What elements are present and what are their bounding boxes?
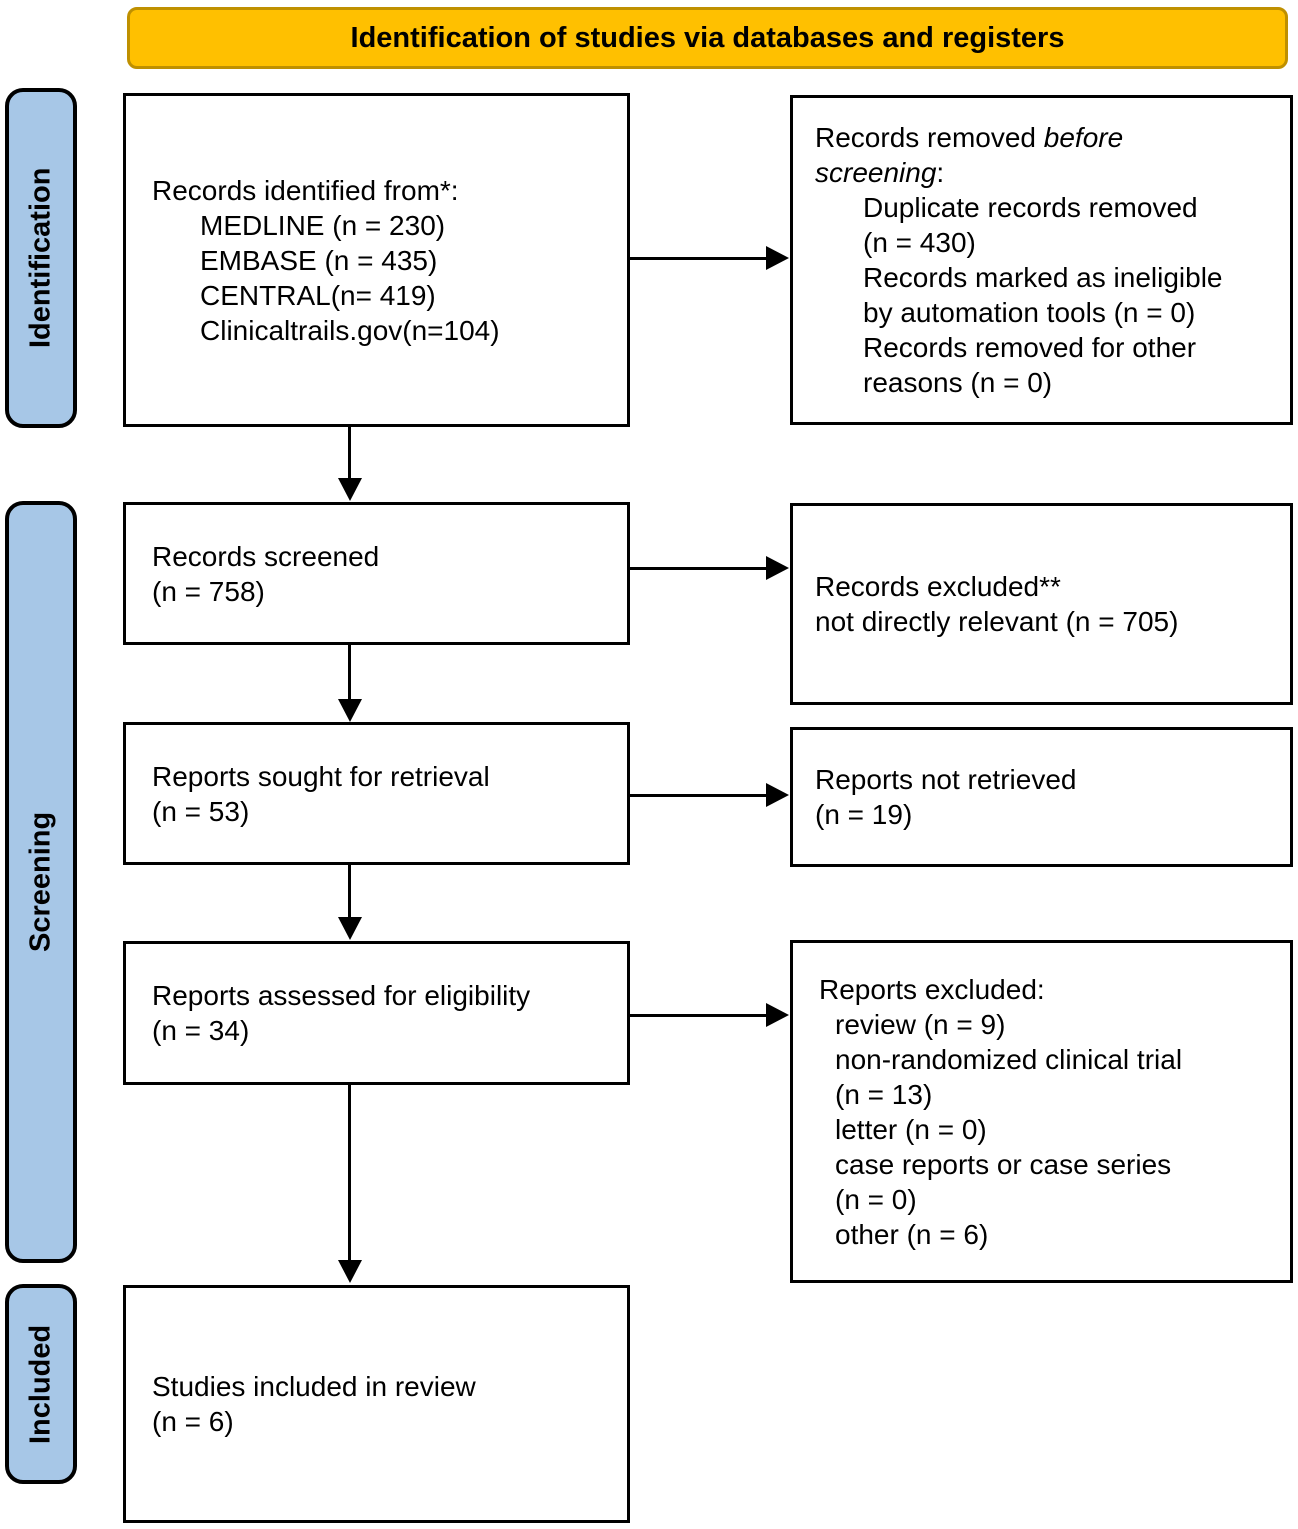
box-records-identified: Records identified from*: MEDLINE (n = 2… [123,93,630,427]
arrowhead-down-icon [338,478,362,501]
records-excluded-label: Records excluded** [815,571,1061,602]
records-removed-heading-suffix: : [936,157,945,188]
arrowhead-right-icon [766,246,789,270]
reports-not-retrieved-label: Reports not retrieved [815,764,1077,795]
records-removed-heading-italic: screening [815,157,937,188]
records-screened-count: (n = 758) [152,575,265,607]
arrow-shaft [630,794,767,797]
studies-included-label: Studies included in review [152,1371,476,1402]
arrowhead-right-icon [766,556,789,580]
studies-included-count: (n = 6) [152,1406,234,1437]
stage-label-included-text: Included [24,1324,57,1444]
box-reports-excluded: Reports excluded: review (n = 9) non-ran… [790,940,1293,1283]
records-removed-item: (n = 430) [863,227,976,258]
reports-excluded-item: review (n = 9) [835,1008,1006,1040]
records-removed-heading-line1: Records removed before [815,120,1276,155]
box-reports-sought: Reports sought for retrieval (n = 53) [123,722,630,865]
reports-excluded-item: letter (n = 0) [835,1113,987,1145]
arrow-shaft [348,645,351,700]
box-records-excluded: Records excluded** not directly relevant… [790,503,1293,705]
stage-label-screening: Screening [5,501,77,1263]
reports-sought-label: Reports sought for retrieval [152,760,490,792]
records-removed-item: Records removed for other [863,332,1197,363]
arrowhead-down-icon [338,917,362,940]
box-records-screened: Records screened (n = 758) [123,502,630,645]
stage-label-included: Included [5,1284,77,1484]
records-removed-heading-line2: screening: [815,155,1276,190]
diagram-title: Identification of studies via databases … [127,7,1288,69]
box-reports-assessed: Reports assessed for eligibility (n = 34… [123,941,630,1085]
reports-assessed-label: Reports assessed for eligibility [152,980,531,1011]
arrow-shaft [348,865,351,919]
records-removed-item: by automation tools (n = 0) [863,297,1196,328]
stage-label-identification-text: Identification [24,167,57,349]
reports-sought-count: (n = 53) [152,795,250,827]
arrowhead-right-icon [766,1003,789,1027]
arrowhead-down-icon [338,699,362,722]
arrow-shaft [630,567,767,570]
records-identified-item: EMBASE (n = 435) [200,244,438,276]
records-removed-item: Duplicate records removed [863,192,1198,223]
records-identified-item: MEDLINE (n = 230) [200,209,446,241]
stage-label-screening-text: Screening [24,811,57,953]
records-removed-item: Records marked as ineligible [863,262,1223,293]
records-removed-heading-italic: before [1043,122,1124,153]
reports-excluded-item: (n = 0) [835,1183,917,1215]
box-reports-not-retrieved: Reports not retrieved (n = 19) [790,727,1293,867]
reports-not-retrieved-count: (n = 19) [815,799,913,830]
box-records-removed: Records removed before screening: Duplic… [790,95,1293,425]
reports-excluded-item: non-randomized clinical trial [835,1043,1183,1075]
reports-assessed-count: (n = 34) [152,1015,250,1046]
arrow-shaft [630,1014,767,1017]
reports-excluded-heading: Reports excluded: [819,973,1045,1005]
reports-excluded-item: (n = 13) [835,1078,933,1110]
box-studies-included: Studies included in review (n = 6) [123,1285,630,1523]
records-removed-heading-prefix: Records removed [815,122,1044,153]
records-identified-item: Clinicaltrails.gov(n=104) [200,314,500,346]
reports-excluded-item: case reports or case series [835,1148,1172,1180]
records-identified-heading: Records identified from*: [152,174,459,206]
arrow-shaft [630,257,767,260]
arrow-shaft [348,427,351,480]
stage-label-identification: Identification [5,88,77,428]
arrowhead-right-icon [766,783,789,807]
records-identified-item: CENTRAL(n= 419) [200,279,436,311]
records-excluded-reason: not directly relevant (n = 705) [815,606,1179,637]
reports-excluded-item: other (n = 6) [835,1218,989,1250]
diagram-title-text: Identification of studies via databases … [350,21,1065,54]
arrowhead-down-icon [338,1260,362,1283]
records-screened-label: Records screened [152,540,380,572]
arrow-shaft [348,1085,351,1262]
records-removed-item: reasons (n = 0) [863,367,1053,398]
